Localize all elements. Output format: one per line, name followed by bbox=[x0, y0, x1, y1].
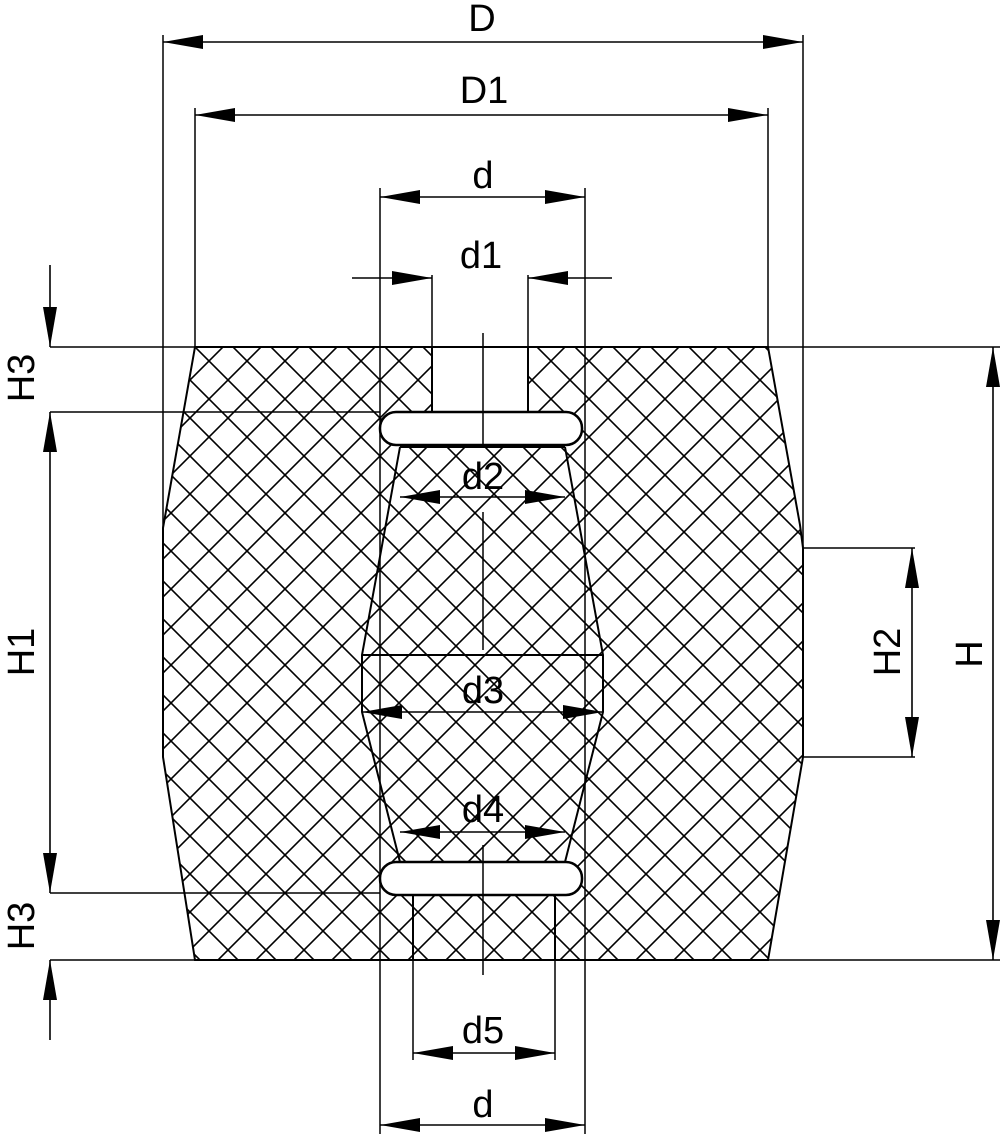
label-d5: d5 bbox=[462, 1010, 504, 1052]
label-H3-bottom: H3 bbox=[1, 902, 43, 951]
label-d3: d3 bbox=[462, 670, 504, 712]
label-d-bottom: d bbox=[472, 1084, 493, 1126]
label-H2: H2 bbox=[867, 628, 909, 677]
label-d2: d2 bbox=[462, 456, 504, 498]
bottom-groove bbox=[378, 860, 584, 897]
label-d1: d1 bbox=[460, 235, 502, 277]
top-groove bbox=[378, 410, 584, 447]
label-H3-top: H3 bbox=[1, 354, 43, 403]
label-d-top: d bbox=[472, 155, 493, 197]
label-d4: d4 bbox=[462, 789, 504, 831]
label-D1: D1 bbox=[460, 70, 509, 112]
label-H1: H1 bbox=[1, 628, 43, 677]
label-D: D bbox=[468, 0, 495, 40]
extension-lines bbox=[50, 35, 1000, 1134]
dimension-lines bbox=[43, 34, 1000, 1132]
rubber-outline bbox=[162, 346, 804, 961]
label-H: H bbox=[949, 640, 991, 667]
